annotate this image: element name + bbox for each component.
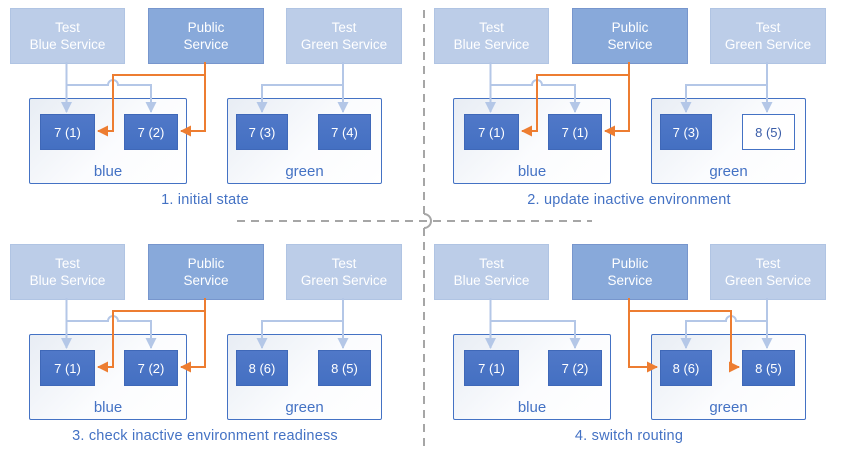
public-service-box: Public Service [572, 8, 688, 64]
version-box: 7 (1) [40, 114, 95, 150]
environment-label: blue [93, 399, 123, 416]
version-box: 8 (6) [660, 350, 712, 386]
service-label-line: Test [755, 20, 781, 35]
service-label-line: Test [55, 20, 80, 35]
version-box: 7 (2) [124, 350, 178, 386]
service-label-line: Service [183, 273, 229, 288]
version-box: 7 (1) [40, 350, 95, 386]
test-blue-service-box: Test Blue Service [10, 8, 125, 64]
panel-caption: 4. switch routing [574, 428, 684, 444]
service-label-line: Green Service [300, 273, 388, 288]
public-service-box: Public Service [148, 244, 264, 300]
version-box: 7 (4) [318, 114, 371, 150]
test-green-service-box: Test Green Service [286, 244, 402, 300]
environment-label: green [709, 399, 748, 416]
version-box: 8 (6) [236, 350, 288, 386]
environment-label: blue [93, 163, 123, 180]
environment-label: green [709, 163, 748, 180]
test-green-service-box: Test Green Service [286, 8, 402, 64]
service-label-line: Public [611, 256, 649, 271]
service-label-line: Public [611, 20, 649, 35]
service-label-line: Green Service [724, 273, 812, 288]
version-box: 7 (1) [464, 114, 519, 150]
version-box: 8 (5) [318, 350, 371, 386]
service-label-line: Test [755, 256, 781, 271]
service-label-line: Test [479, 20, 504, 35]
service-label-line: Blue Service [29, 273, 106, 288]
service-label-line: Test [331, 256, 357, 271]
environment-label: green [285, 399, 324, 416]
panel-initial-state: Test Blue Service Public Service Test Gr… [0, 0, 424, 228]
panel-check-inactive-environment-readiness: Test Blue Service Public Service Test Gr… [0, 228, 424, 456]
service-label-line: Green Service [724, 37, 812, 52]
panel-caption: 1. initial state [161, 192, 249, 208]
test-blue-service-box: Test Blue Service [10, 244, 125, 300]
service-label-line: Blue Service [453, 273, 530, 288]
panel-caption: 2. update inactive environment [527, 192, 731, 208]
service-label-line: Test [331, 20, 357, 35]
service-label-line: Green Service [300, 37, 388, 52]
test-blue-service-box: Test Blue Service [434, 8, 549, 64]
version-box: 7 (1) [464, 350, 519, 386]
service-label-line: Public [187, 20, 225, 35]
version-box: 7 (1) [548, 114, 602, 150]
panel-switch-routing: Test Blue Service Public Service Test Gr… [424, 228, 848, 456]
environment-label: blue [517, 163, 547, 180]
service-label-line: Blue Service [29, 37, 106, 52]
environment-label: blue [517, 399, 547, 416]
public-service-box: Public Service [148, 8, 264, 64]
service-label-line: Service [607, 273, 653, 288]
test-green-service-box: Test Green Service [710, 244, 826, 300]
service-label-line: Blue Service [453, 37, 530, 52]
version-box: 7 (3) [660, 114, 712, 150]
panel-update-inactive-environment: Test Blue Service Public Service Test Gr… [424, 0, 848, 228]
service-label-line: Test [479, 256, 504, 271]
environment-label: green [285, 163, 324, 180]
test-blue-service-box: Test Blue Service [434, 244, 549, 300]
version-box: 8 (5) [742, 350, 795, 386]
service-label-line: Public [187, 256, 225, 271]
version-box: 7 (2) [124, 114, 178, 150]
service-label-line: Service [607, 37, 653, 52]
panel-caption: 3. check inactive environment readiness [72, 428, 338, 444]
public-service-box: Public Service [572, 244, 688, 300]
version-box: 7 (2) [548, 350, 602, 386]
version-box: 7 (3) [236, 114, 288, 150]
service-label-line: Test [55, 256, 80, 271]
service-label-line: Service [183, 37, 229, 52]
test-green-service-box: Test Green Service [710, 8, 826, 64]
version-box: 8 (5) [742, 114, 795, 150]
